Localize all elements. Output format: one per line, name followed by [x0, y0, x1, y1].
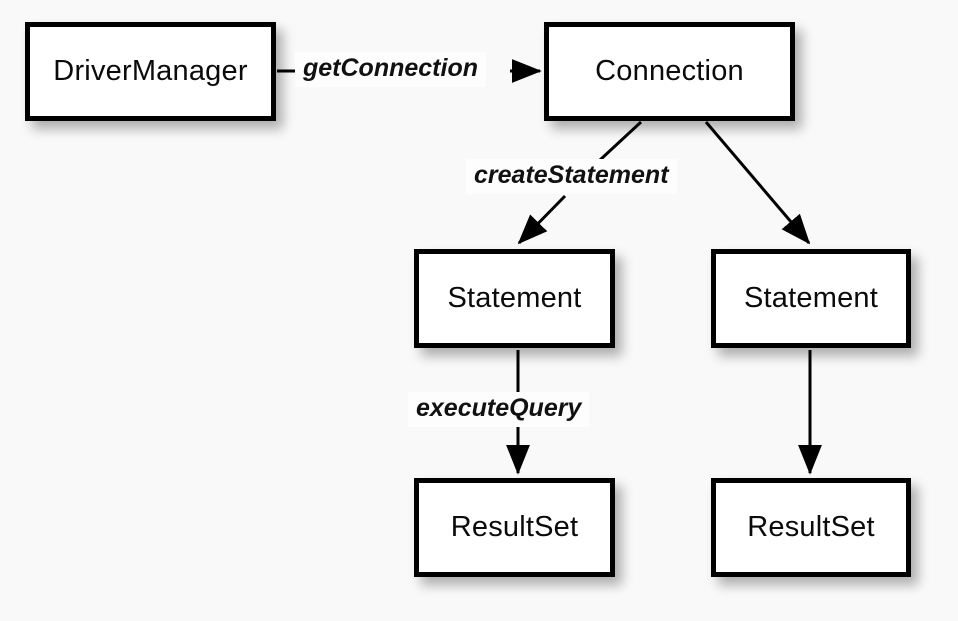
edge-arrow-createstatement [517, 194, 567, 245]
node-drivermanager[interactable]: DriverManager [25, 22, 276, 121]
node-statement-left-label: Statement [447, 282, 582, 314]
node-resultset-right[interactable]: ResultSet [711, 478, 911, 577]
edge-label-executequery: executeQuery [408, 392, 590, 427]
edge-line-createstatement-upper [598, 120, 643, 162]
node-connection[interactable]: Connection [544, 22, 795, 121]
edge-label-getconnection: getConnection [295, 52, 486, 87]
node-statement-right-label: Statement [744, 282, 878, 314]
node-statement-right[interactable]: Statement [711, 249, 911, 348]
node-connection-label: Connection [595, 55, 744, 87]
node-resultset-right-label: ResultSet [747, 511, 875, 543]
node-resultset-left[interactable]: ResultSet [414, 478, 615, 577]
edge-arrow-createstatement-2 [704, 121, 811, 245]
node-drivermanager-label: DriverManager [53, 55, 248, 87]
node-statement-left[interactable]: Statement [414, 249, 615, 348]
node-resultset-left-label: ResultSet [450, 511, 579, 543]
edge-label-createstatement: createStatement [466, 159, 677, 194]
